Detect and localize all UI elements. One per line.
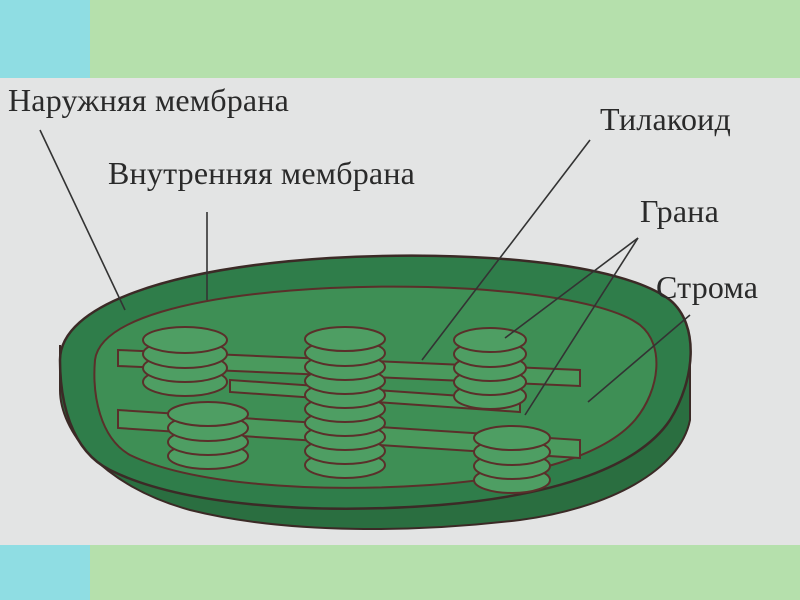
granum-1 bbox=[143, 327, 227, 396]
granum-5 bbox=[474, 426, 550, 493]
label-stroma: Строма bbox=[656, 271, 758, 303]
label-grana: Грана bbox=[640, 195, 719, 227]
granum-2 bbox=[305, 327, 385, 478]
label-inner-membrane: Внутренняя мембрана bbox=[108, 157, 415, 189]
granum-4 bbox=[168, 402, 248, 469]
label-thylakoid: Тилакоид bbox=[600, 103, 731, 135]
label-outer-membrane: Наружняя мембрана bbox=[8, 84, 289, 116]
granum-3 bbox=[454, 328, 526, 409]
